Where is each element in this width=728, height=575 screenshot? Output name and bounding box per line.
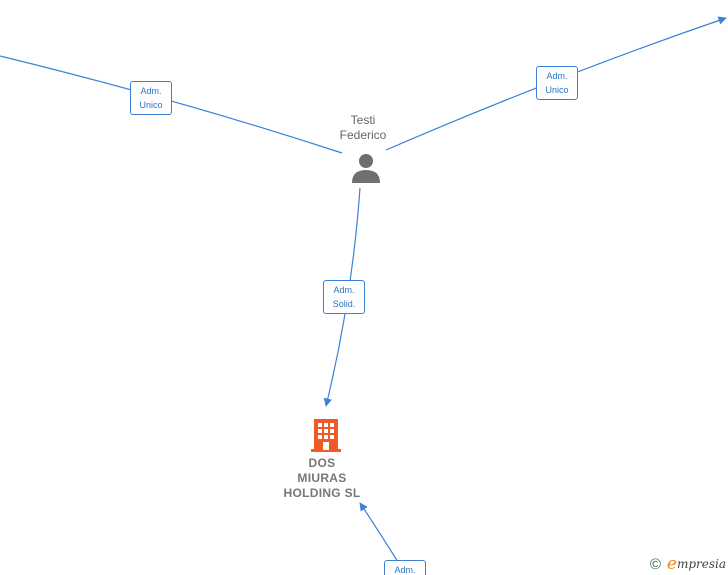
relation-label-bottom[interactable]: Adm. <box>384 560 426 575</box>
brand-initial: e <box>666 554 677 574</box>
copyright-icon: © <box>649 555 661 573</box>
brand-name-rest: mpresia <box>676 557 726 571</box>
relation-label-center-line2: Solid. <box>332 299 356 309</box>
company-name[interactable]: DOS MIURAS HOLDING SL <box>267 456 377 501</box>
company-name-line1: DOS <box>308 456 336 470</box>
relation-label-left[interactable]: Adm. Unico <box>130 81 172 115</box>
person-first-name: Testi <box>350 113 376 127</box>
relation-label-left-line2: Unico <box>139 100 163 110</box>
relation-label-top-right-line2: Unico <box>545 85 569 95</box>
relation-label-center-line1: Adm. <box>333 285 355 295</box>
relation-label-center[interactable]: Adm. Solid. <box>323 280 365 314</box>
relation-label-bottom-line1: Adm. <box>394 565 416 575</box>
edge-bottom-to-company[interactable] <box>359 502 399 563</box>
person-name[interactable]: Testi Federico <box>318 113 408 143</box>
company-name-line2: MIURAS <box>297 471 347 485</box>
relation-label-top-right[interactable]: Adm. Unico <box>536 66 578 100</box>
edge-left-to-person[interactable] <box>0 55 343 154</box>
building-icon[interactable] <box>309 417 343 453</box>
person-last-name: Federico <box>339 128 387 142</box>
company-name-line3: HOLDING SL <box>283 486 361 500</box>
relation-label-left-line1: Adm. <box>140 86 162 96</box>
relation-label-top-right-line1: Adm. <box>546 71 568 81</box>
person-icon[interactable] <box>350 152 382 184</box>
